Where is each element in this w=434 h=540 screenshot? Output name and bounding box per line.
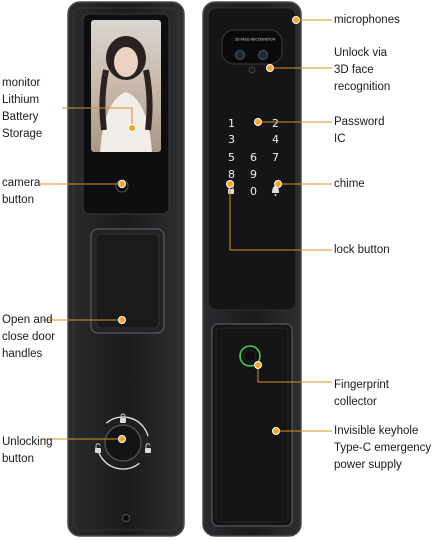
- label-microphones: microphones: [334, 14, 400, 26]
- camera-strip-text: 3D FACE RECOGNITION: [235, 38, 276, 42]
- key-8[interactable]: 8: [228, 168, 235, 181]
- label-lock-button: lock button: [334, 244, 390, 256]
- lock-icon: [120, 413, 126, 423]
- label-face-recognition: Unlock via 3D face recognition: [334, 47, 391, 93]
- unlocking-knob[interactable]: [104, 424, 142, 462]
- person-silhouette-icon: [99, 36, 153, 152]
- label-fingerprint: Fingerprint collector: [334, 379, 389, 408]
- keypad[interactable]: 1 2 3 4 5 6 7 8 9 0: [228, 117, 279, 198]
- face-camera-icon: [235, 50, 245, 60]
- label-chime: chime: [334, 178, 365, 190]
- key-4[interactable]: 4: [272, 133, 279, 146]
- label-password: Password IC: [334, 116, 385, 145]
- callouts: [40, 19, 332, 440]
- fingerprint-icon[interactable]: [239, 345, 261, 367]
- label-monitor: monitor Lithium Battery Storage: [2, 77, 43, 140]
- key-9[interactable]: 9: [250, 168, 257, 181]
- label-unlocking-button: Unlocking button: [2, 436, 53, 465]
- callout-dots: [118, 16, 300, 443]
- key-3[interactable]: 3: [228, 133, 235, 146]
- back-panel-lock: 3D FACE RECOGNITION 1 2 3 4 5 6 7 8 9 0: [202, 1, 302, 537]
- front-panel-lock: [67, 1, 185, 537]
- key-0[interactable]: 0: [250, 185, 257, 198]
- key-6[interactable]: 6: [250, 151, 257, 164]
- label-keyhole: Invisible keyhole Type-C emergency power…: [334, 425, 432, 471]
- key-1[interactable]: 1: [228, 117, 235, 130]
- unlock-icon: [95, 443, 151, 453]
- key-2[interactable]: 2: [272, 117, 279, 130]
- label-door-handles: Open and close door handles: [2, 314, 56, 360]
- microphone-icon: [248, 66, 256, 74]
- label-camera-button: camera button: [2, 177, 41, 206]
- key-7[interactable]: 7: [272, 151, 279, 164]
- key-5[interactable]: 5: [228, 151, 235, 164]
